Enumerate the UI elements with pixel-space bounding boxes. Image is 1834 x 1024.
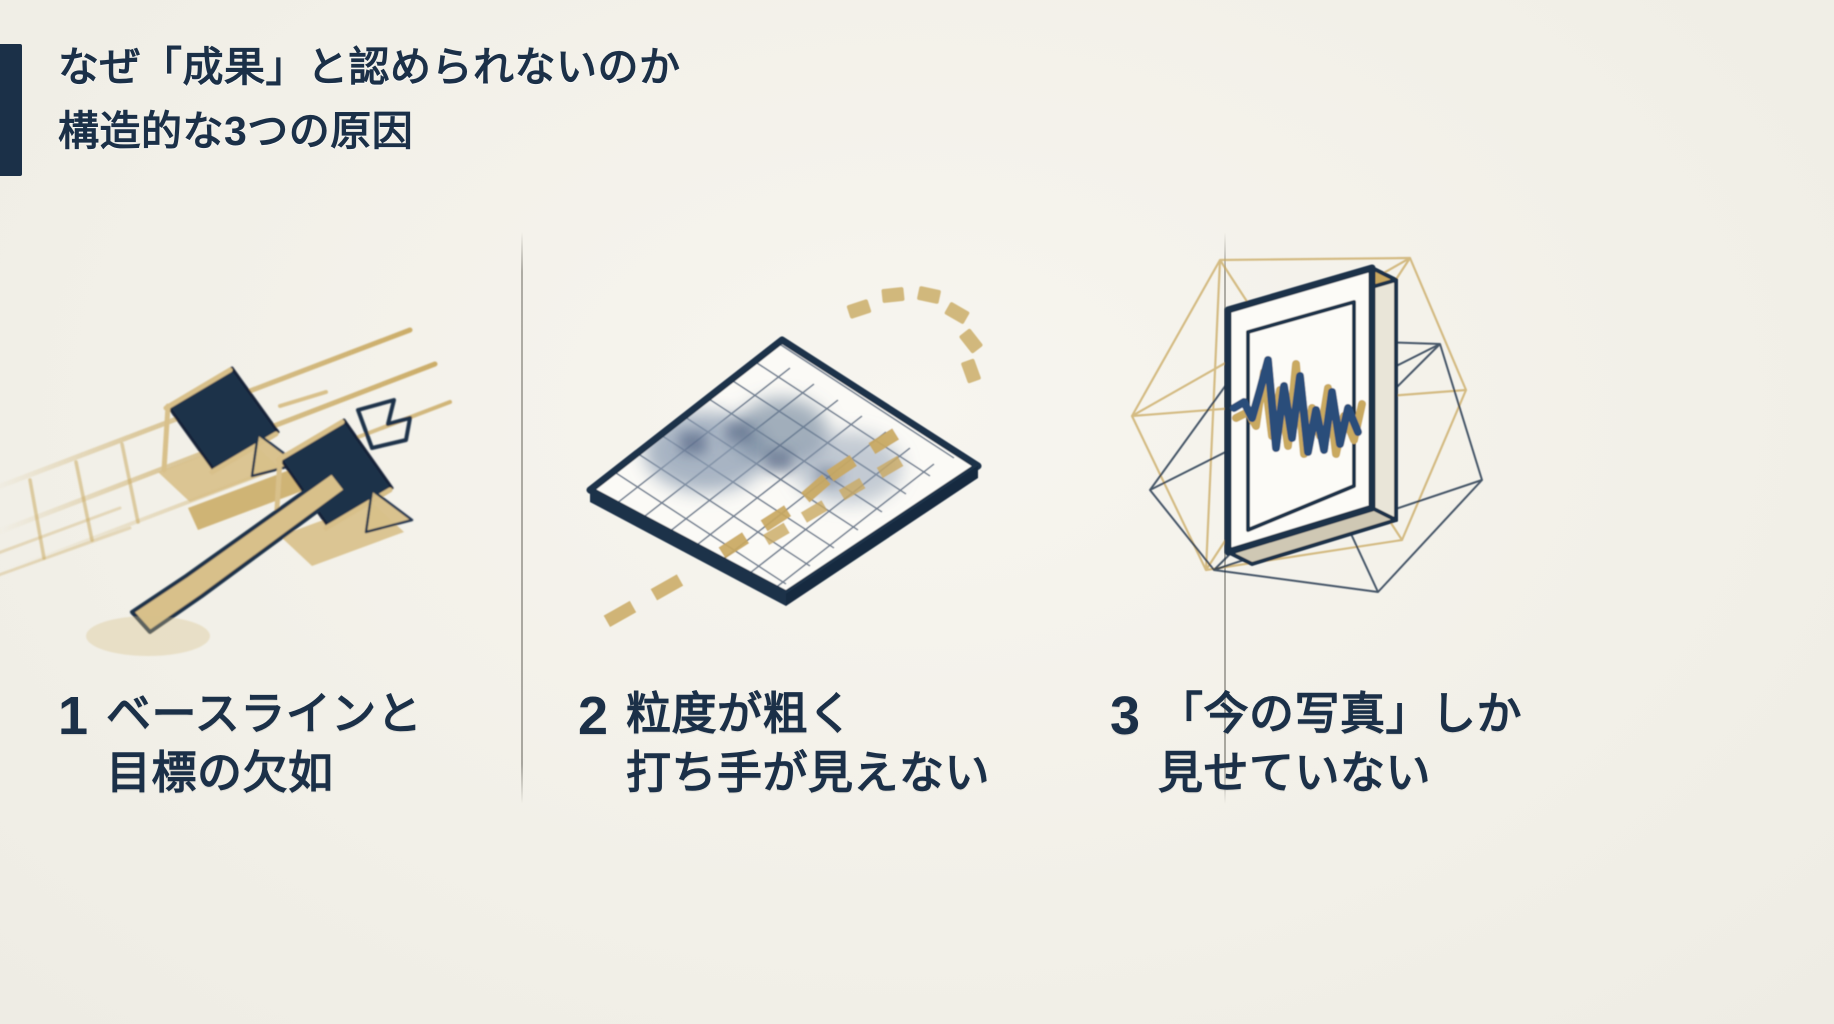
column-2: 2 粒度が粗く 打ち手が見えない — [530, 230, 1090, 930]
framed-waveform-panel-icon — [1110, 240, 1670, 660]
column-3: 3 「今の写真」しか 見せていない — [1110, 230, 1670, 930]
caption-2: 2 粒度が粗く 打ち手が見えない — [578, 685, 990, 802]
caption-number-2: 2 — [578, 686, 609, 746]
caption-3-line-2: 見せていない — [1158, 746, 1432, 798]
title-line-2: 構造的な3つの原因 — [58, 107, 414, 154]
caption-1: 1 ベースラインと 目標の欠如 — [58, 685, 422, 802]
column-1: 1 ベースラインと 目標の欠如 — [0, 230, 540, 930]
page-title: なぜ「成果」と認められないのか 構造的な3つの原因 — [58, 36, 681, 163]
caption-text-1: ベースラインと 目標の欠如 — [106, 685, 422, 802]
caption-3: 3 「今の写真」しか 見せていない — [1110, 685, 1522, 802]
caption-1-line-2: 目標の欠如 — [106, 746, 334, 798]
title-accent-bar — [0, 44, 22, 176]
caption-3-line-1: 「今の写真」しか — [1158, 688, 1523, 739]
tilted-markers-on-track-icon — [0, 240, 540, 660]
caption-1-line-1: ベースラインと — [106, 688, 423, 739]
caption-text-2: 粒度が粗く 打ち手が見えない — [626, 685, 990, 802]
caption-number-1: 1 — [58, 686, 89, 746]
caption-text-3: 「今の写真」しか 見せていない — [1158, 685, 1522, 802]
isometric-blurred-grid-plane-icon — [530, 240, 1090, 660]
caption-number-3: 3 — [1110, 686, 1141, 746]
title-line-1: なぜ「成果」と認められないのか — [58, 44, 681, 90]
column-divider-1 — [521, 232, 523, 804]
caption-2-line-1: 粒度が粗く — [626, 688, 854, 739]
caption-2-line-2: 打ち手が見えない — [626, 746, 991, 798]
